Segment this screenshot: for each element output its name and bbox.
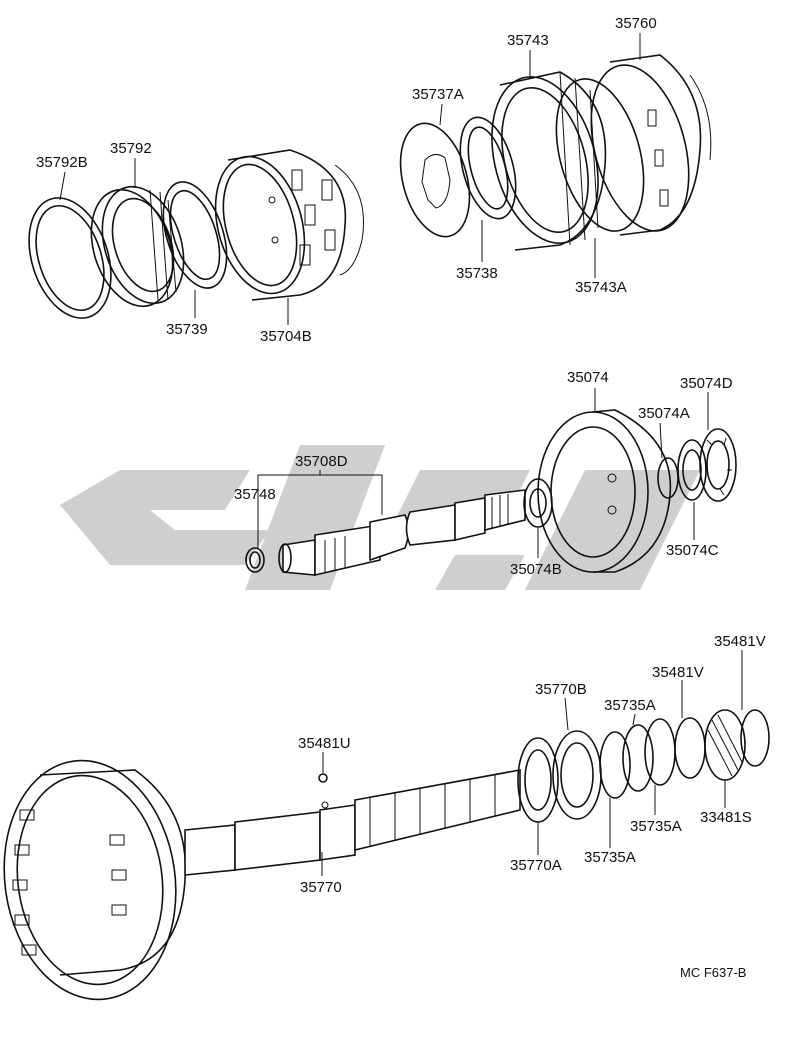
label-35074B: 35074B — [510, 561, 562, 578]
input-shaft-35770 — [184, 769, 521, 876]
label-35708D: 35708D — [295, 453, 348, 470]
ring-gear-35074 — [537, 409, 672, 573]
clutch-drum-35770 — [3, 759, 187, 1001]
label-35743A: 35743A — [575, 279, 627, 296]
clutch-hub-35760 — [590, 54, 712, 236]
clutch-drum-35704B — [214, 149, 364, 301]
thrust-washer-35748 — [245, 547, 265, 573]
label-35760: 35760 — [615, 15, 657, 32]
label-35739: 35739 — [166, 321, 208, 338]
ball-35481U — [318, 773, 328, 783]
label-35481U: 35481U — [298, 735, 351, 752]
label-35481V-mid: 35481V — [652, 664, 704, 681]
one-way-clutch-35792 — [90, 185, 185, 308]
label-35748: 35748 — [234, 486, 276, 503]
label-35743: 35743 — [507, 32, 549, 49]
snap-ring-35792B — [28, 197, 112, 319]
ring-35743A — [555, 78, 645, 232]
seal-rings-35735A — [599, 718, 676, 799]
part-labels: 35792B 35792 35739 35704B 35737A 35743 3… — [36, 15, 766, 980]
label-35704B: 35704B — [260, 328, 312, 345]
race-35074C — [677, 439, 707, 501]
watermark-logo — [60, 445, 700, 590]
race-35770B — [552, 730, 602, 820]
label-35074: 35074 — [567, 369, 609, 386]
leader-lines — [59, 33, 743, 876]
label-35770B: 35770B — [535, 681, 587, 698]
label-35735A-right: 35735A — [630, 818, 682, 835]
label-35792B: 35792B — [36, 154, 88, 171]
snap-rings-35481V — [674, 709, 770, 779]
thrust-washer-35737A — [399, 122, 471, 238]
intermediate-shaft-35708D — [278, 489, 526, 577]
label-35770A: 35770A — [510, 857, 562, 874]
label-35738: 35738 — [456, 265, 498, 282]
diagram-code: MC F637-B — [680, 965, 746, 980]
label-35074A: 35074A — [638, 405, 690, 422]
label-35074D: 35074D — [680, 375, 733, 392]
label-35735A-top: 35735A — [604, 697, 656, 714]
label-35481V-top: 35481V — [714, 633, 766, 650]
label-35735A-bottom: 35735A — [584, 849, 636, 866]
race-35738 — [459, 116, 517, 220]
label-35792: 35792 — [110, 140, 152, 157]
bearing-35770A — [517, 737, 559, 823]
bearing-35074D — [699, 428, 737, 502]
thrust-washer-35739 — [162, 181, 228, 289]
label-35737A: 35737A — [412, 86, 464, 103]
label-33481S: 33481S — [700, 809, 752, 826]
label-35074C: 35074C — [666, 542, 719, 559]
label-35770: 35770 — [300, 879, 342, 896]
gear-33481S — [704, 709, 746, 781]
